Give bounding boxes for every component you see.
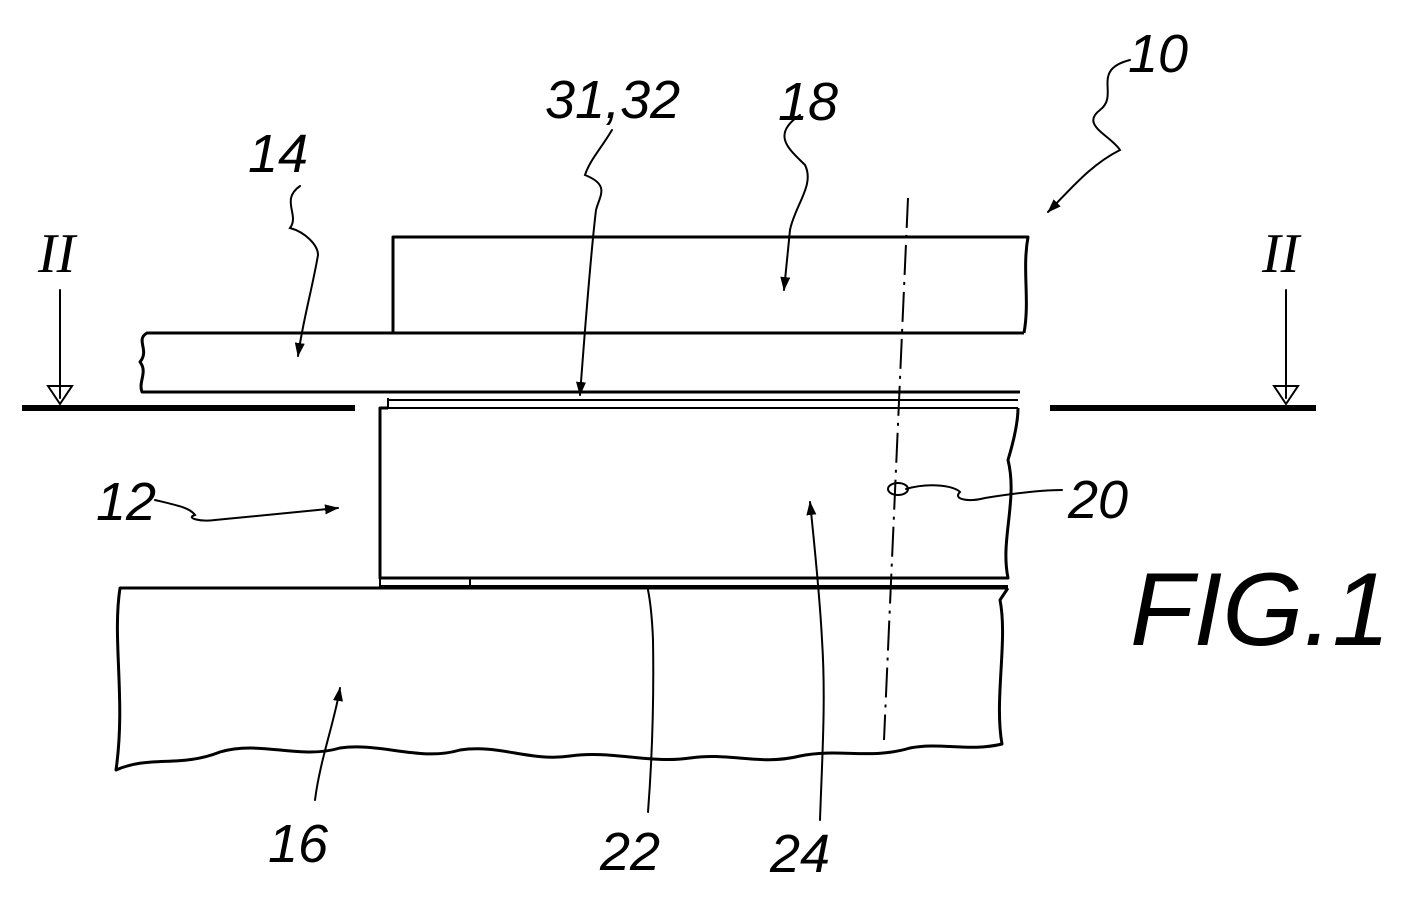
section-line-left: [22, 290, 355, 408]
lower-block-16: [116, 588, 1008, 770]
label-31-32: 31,32: [545, 70, 680, 130]
label-10: 10: [1128, 24, 1188, 84]
leader-16: [315, 688, 340, 800]
label-18: 18: [778, 72, 838, 132]
leader-10: [1048, 60, 1130, 212]
leader-31-32: [580, 130, 612, 395]
leader-14: [290, 186, 318, 356]
layer-31-32: [388, 398, 1018, 408]
label-section-left: II: [37, 223, 78, 285]
label-20: 20: [1067, 470, 1128, 530]
leader-12: [155, 500, 338, 521]
middle-block-24: [380, 408, 1018, 578]
center-axis: [884, 198, 908, 740]
figure-caption: FIG.1: [1130, 552, 1390, 668]
leader-18: [784, 115, 808, 290]
section-line-right: [1050, 290, 1316, 408]
leader-20: [906, 485, 1062, 500]
label-14: 14: [248, 124, 308, 184]
label-section-right: II: [1261, 223, 1302, 285]
label-12: 12: [96, 472, 156, 532]
label-24: 24: [769, 824, 830, 884]
label-22: 22: [599, 822, 660, 882]
leader-24: [810, 502, 824, 820]
leader-22: [648, 590, 653, 812]
upper-block-18: [393, 237, 1028, 333]
label-16: 16: [268, 814, 329, 874]
